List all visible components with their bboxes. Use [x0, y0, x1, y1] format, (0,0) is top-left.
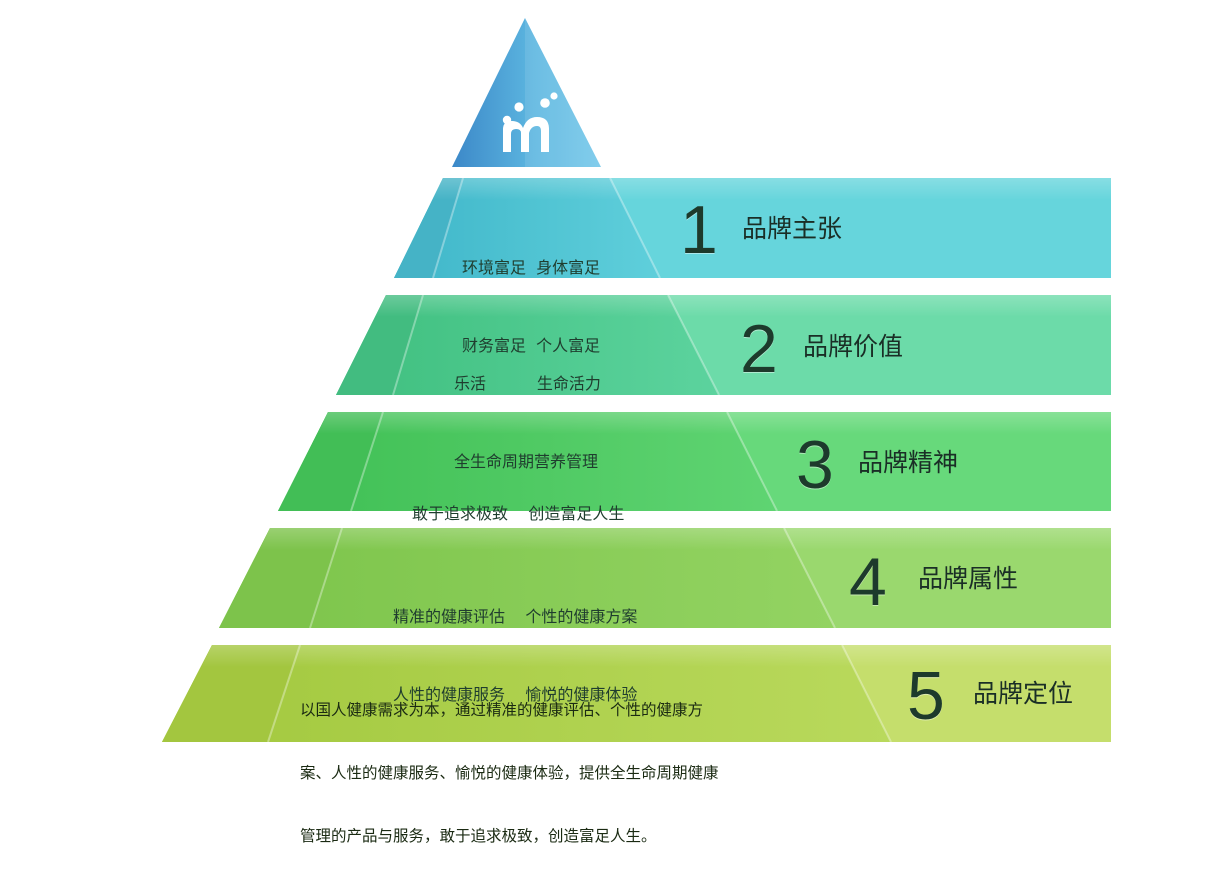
tier-4-description: 精准的健康评估 个性的健康方案 人性的健康服务 愉悦的健康体验 [393, 552, 637, 760]
tier-3-label: 品牌精神 [858, 448, 959, 477]
tier-5-number: 5 [907, 658, 945, 734]
tier-4-label: 品牌属性 [918, 564, 1019, 593]
tier-2-label: 品牌价值 [803, 332, 904, 361]
tier-3 [278, 411, 1111, 512]
tier-2-line-1: 乐活 生命活力 [454, 374, 601, 393]
tier-4-number: 4 [849, 544, 887, 620]
pyramid-apex [452, 18, 601, 167]
tier-5-line-1: 以国人健康需求为本，通过精准的健康评估、个性的健康方 [300, 701, 704, 719]
tier-5-line-2: 案、人性的健康服务、愉悦的健康体验，提供全生命周期健康 [300, 764, 719, 782]
tier-1-line-1: 环境富足 身体富足 [462, 258, 601, 277]
tier-5-description: 以国人健康需求为本，通过精准的健康评估、个性的健康方 案、人性的健康服务、愉悦的… [300, 658, 719, 889]
tier-1-description: 环境富足 身体富足 财务富足 个人富足 [462, 203, 600, 411]
tier-2-line-2: 全生命周期营养管理 [454, 452, 599, 471]
tier-1-label: 品牌主张 [742, 214, 843, 243]
tier-3-description: 敢于追求极致 创造富足人生 [412, 449, 624, 579]
tier-3-number: 3 [796, 427, 834, 503]
pyramid-graphic [162, 18, 1111, 743]
tier-1 [394, 177, 1111, 279]
tier-2-description: 乐活 生命活力 全生命周期营养管理 [454, 319, 601, 527]
tier-4 [219, 527, 1111, 629]
tier-1-number: 1 [680, 192, 718, 268]
tier-3-line-1: 敢于追求极致 创造富足人生 [412, 504, 625, 523]
tier-5-line-3: 管理的产品与服务，敢于追求极致，创造富足人生。 [300, 827, 657, 845]
tier-2-number: 2 [740, 311, 778, 387]
tier-5-label: 品牌定位 [973, 679, 1074, 708]
m-logo-icon [502, 92, 558, 152]
tier-2 [336, 294, 1111, 396]
tier-4-line-2: 人性的健康服务 愉悦的健康体验 [393, 685, 638, 704]
tier-5 [162, 644, 1111, 743]
tier-4-line-1: 精准的健康评估 个性的健康方案 [393, 607, 638, 626]
tier-1-line-2: 财务富足 个人富足 [462, 336, 601, 355]
brand-pyramid: 环境富足 身体富足 财务富足 个人富足 1 品牌主张 乐活 生命活力 全生命周期… [162, 18, 1111, 845]
